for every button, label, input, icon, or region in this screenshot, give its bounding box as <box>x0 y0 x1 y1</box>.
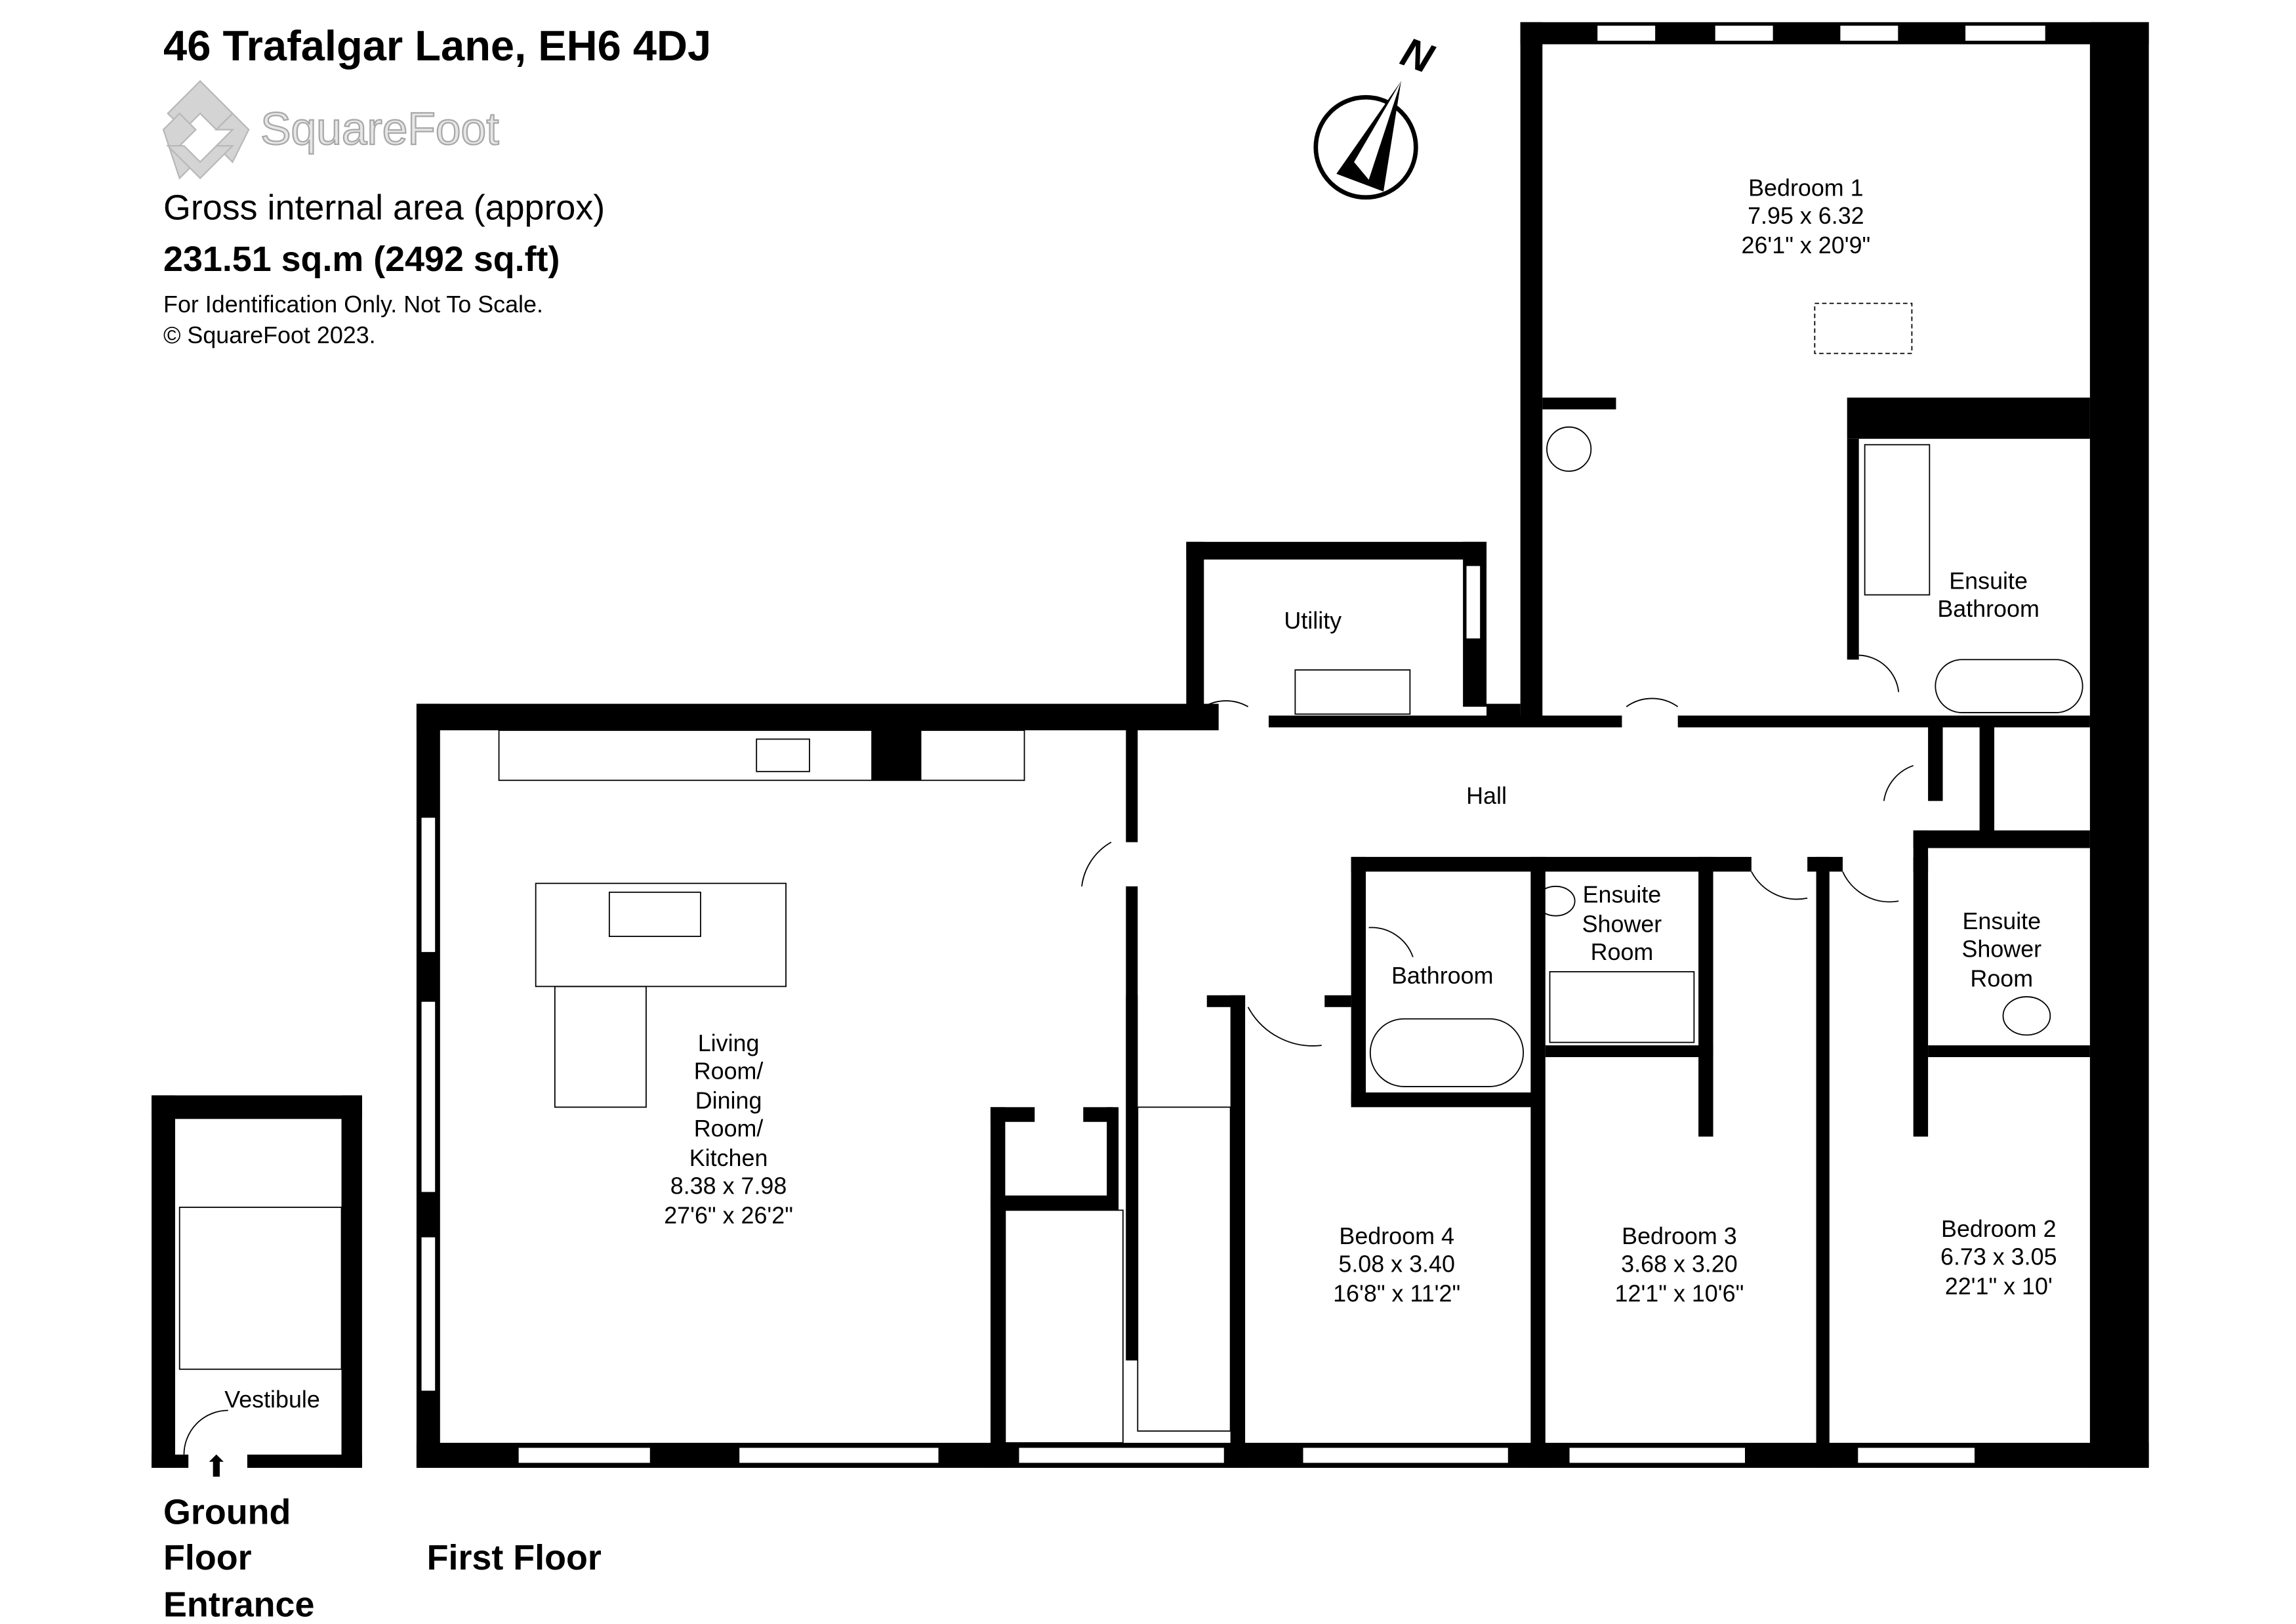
stairs-icon <box>178 1207 342 1370</box>
property-title: 46 Trafalgar Lane, EH6 4DJ <box>163 22 711 70</box>
svg-text:Room: Room <box>1970 965 2033 991</box>
svg-text:Dining: Dining <box>695 1088 762 1114</box>
svg-text:8.38 x 7.98: 8.38 x 7.98 <box>670 1173 787 1199</box>
shower-tray-icon <box>1549 971 1695 1043</box>
svg-text:3.68 x 3.20: 3.68 x 3.20 <box>1621 1251 1738 1278</box>
squarefoot-logo: SquareFoot <box>162 79 500 180</box>
disclaimer: For Identification Only. Not To Scale. <box>163 291 543 318</box>
copyright: © SquareFoot 2023. <box>163 322 376 348</box>
room-bedroom-4: Bedroom 4 5.08 x 3.40 16'8" x 11'2" <box>1333 1223 1460 1307</box>
shower-tray-icon <box>1864 444 1931 596</box>
room-hall: Hall <box>1466 783 1507 809</box>
svg-text:5.08 x 3.40: 5.08 x 3.40 <box>1338 1251 1455 1278</box>
room-utility: Utility <box>1284 608 1342 634</box>
svg-text:Ensuite: Ensuite <box>1949 568 2028 594</box>
room-ensuite-shower-1: Ensuite Shower Room <box>1582 881 1662 965</box>
svg-text:Shower: Shower <box>1961 936 2041 962</box>
hob-icon <box>608 891 701 937</box>
first-floor-label: First Floor <box>427 1538 602 1577</box>
svg-text:Room/: Room/ <box>694 1115 764 1142</box>
svg-text:Entrance: Entrance <box>163 1585 314 1624</box>
svg-text:Bedroom 2: Bedroom 2 <box>1941 1216 2057 1242</box>
north-arrow-icon: N <box>1313 29 1440 200</box>
toilet-icon <box>1536 885 1576 917</box>
svg-text:12'1" x 10'6": 12'1" x 10'6" <box>1615 1280 1744 1306</box>
svg-text:Ground: Ground <box>163 1492 291 1531</box>
room-bedroom-3: Bedroom 3 3.68 x 3.20 12'1" x 10'6" <box>1615 1223 1744 1307</box>
svg-text:Shower: Shower <box>1582 911 1662 937</box>
bath-icon <box>1935 659 2083 713</box>
room-ensuite-shower-2: Ensuite Shower Room <box>1961 908 2041 991</box>
svg-text:Bedroom 1: Bedroom 1 <box>1748 175 1864 201</box>
stairs-icon <box>1137 1106 1231 1432</box>
svg-text:6.73 x 3.05: 6.73 x 3.05 <box>1940 1243 2057 1270</box>
room-bathroom: Bathroom <box>1391 963 1494 989</box>
room-living: Living Room/ Dining Room/ Kitchen 8.38 x… <box>664 1030 793 1229</box>
kitchen-island <box>535 883 787 988</box>
svg-text:7.95 x 6.32: 7.95 x 6.32 <box>1748 203 1864 229</box>
north-label: N <box>1395 29 1440 83</box>
svg-text:Living: Living <box>698 1030 760 1056</box>
area-label: Gross internal area (approx) <box>163 188 605 227</box>
stairs-icon <box>1004 1209 1124 1444</box>
bath-icon <box>1369 1018 1525 1087</box>
svg-text:Ensuite: Ensuite <box>1583 881 1662 907</box>
svg-text:Bedroom 4: Bedroom 4 <box>1339 1223 1454 1249</box>
svg-text:Bathroom: Bathroom <box>1937 596 2040 622</box>
svg-text:27'6" x 26'2": 27'6" x 26'2" <box>664 1203 793 1229</box>
logo-text: SquareFoot <box>260 103 499 154</box>
windows <box>420 24 2047 1465</box>
svg-text:Room/: Room/ <box>694 1058 764 1085</box>
fixtures <box>178 302 2083 1455</box>
svg-text:Floor: Floor <box>163 1538 252 1577</box>
svg-text:Ensuite: Ensuite <box>1962 908 2041 934</box>
room-vestibule: Vestibule <box>224 1386 320 1413</box>
ground-floor-label: Ground Floor Entrance <box>163 1492 314 1624</box>
toilet-icon <box>2002 996 2051 1036</box>
area-value: 231.51 sq.m (2492 sq.ft) <box>163 239 560 279</box>
svg-text:Bedroom 3: Bedroom 3 <box>1622 1223 1737 1249</box>
entrance-arrow-icon: ⬆ <box>204 1449 229 1484</box>
svg-text:Room: Room <box>1591 939 1654 965</box>
kitchen-sink-icon <box>756 738 810 772</box>
svg-text:22'1" x 10': 22'1" x 10' <box>1945 1273 2053 1299</box>
room-bedroom-1: Bedroom 1 7.95 x 6.32 26'1" x 20'9" <box>1742 175 1871 259</box>
room-ensuite-bathroom: Ensuite Bathroom <box>1937 568 2040 623</box>
svg-text:16'8" x 11'2": 16'8" x 11'2" <box>1333 1280 1460 1306</box>
room-bedroom-2: Bedroom 2 6.73 x 3.05 22'1" x 10' <box>1940 1216 2057 1299</box>
svg-text:26'1" x 20'9": 26'1" x 20'9" <box>1742 232 1871 259</box>
svg-text:Kitchen: Kitchen <box>689 1145 768 1171</box>
